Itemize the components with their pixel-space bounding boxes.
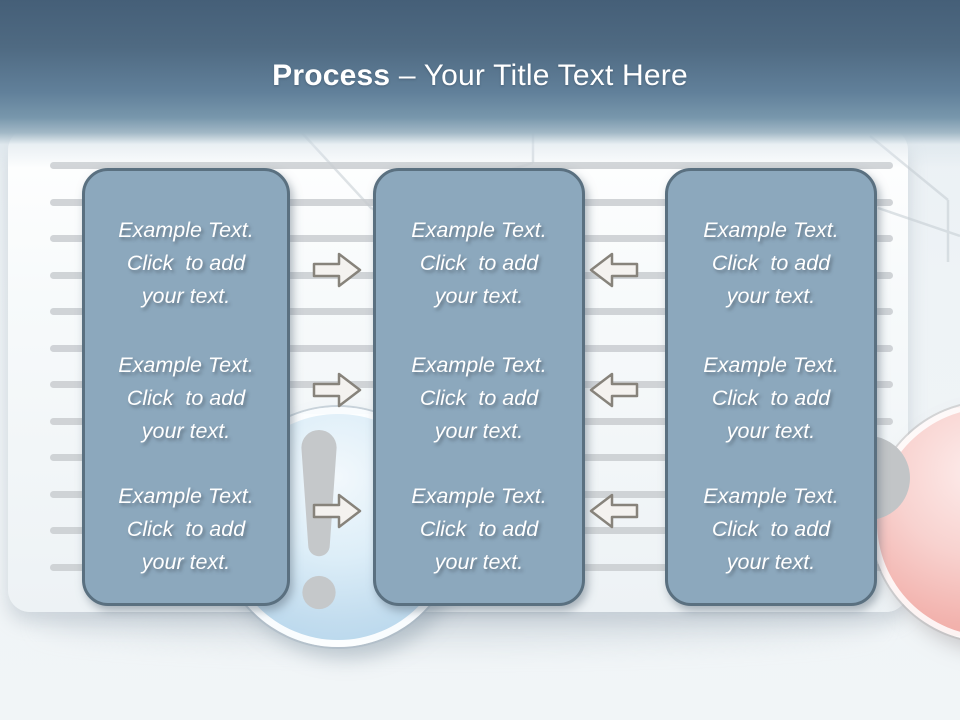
text-line: Click to add	[419, 386, 539, 410]
text-line: your text.	[141, 550, 231, 574]
text-line: your text.	[726, 419, 816, 443]
text-line: your text.	[434, 284, 524, 308]
title-keyword: Process	[272, 59, 391, 92]
title-rest: Your Title Text Here	[423, 59, 688, 92]
text-line: Example Text.	[703, 484, 839, 508]
header-band: Process – Your Title Text Here	[0, 0, 960, 168]
text-placeholder[interactable]: Example Text. Click to add your text.	[668, 349, 874, 448]
text-line: Click to add	[419, 251, 539, 275]
arrow-right-icon	[312, 493, 362, 529]
arrow-left-icon	[589, 252, 639, 288]
text-line: Click to add	[711, 251, 831, 275]
arrow-left-icon	[589, 493, 639, 529]
text-line: Example Text.	[118, 353, 254, 377]
text-line: your text.	[726, 550, 816, 574]
text-placeholder[interactable]: Example Text. Click to add your text.	[85, 349, 287, 448]
arrow-right-icon	[312, 252, 362, 288]
text-line: your text.	[726, 284, 816, 308]
text-placeholder[interactable]: Example Text. Click to add your text.	[668, 214, 874, 313]
text-line: Click to add	[126, 386, 246, 410]
exclamation-icon	[301, 429, 337, 610]
text-placeholder[interactable]: Example Text. Click to add your text.	[376, 480, 582, 579]
arrow-left-icon	[589, 372, 639, 408]
text-placeholder[interactable]: Example Text. Click to add your text.	[85, 480, 287, 579]
text-placeholder[interactable]: Example Text. Click to add your text.	[668, 480, 874, 579]
process-panel-1[interactable]: Example Text. Click to add your text. Exam…	[82, 168, 290, 606]
text-line: your text.	[434, 419, 524, 443]
text-line: Example Text.	[411, 353, 547, 377]
text-line: Click to add	[711, 517, 831, 541]
text-line: Example Text.	[411, 218, 547, 242]
text-line: Example Text.	[703, 353, 839, 377]
text-placeholder[interactable]: Example Text. Click to add your text.	[376, 214, 582, 313]
arrow-right-icon	[312, 372, 362, 408]
text-placeholder[interactable]: Example Text. Click to add your text.	[85, 214, 287, 313]
slide-title[interactable]: Process – Your Title Text Here	[0, 56, 960, 96]
process-panel-2[interactable]: Example Text. Click to add your text. Exam…	[373, 168, 585, 606]
text-line: Click to add	[419, 517, 539, 541]
text-line: your text.	[141, 284, 231, 308]
text-line: Click to add	[126, 517, 246, 541]
text-line: your text.	[434, 550, 524, 574]
text-line: Click to add	[711, 386, 831, 410]
title-separator: –	[390, 59, 424, 92]
process-panel-3[interactable]: Example Text. Click to add your text. Exam…	[665, 168, 877, 606]
text-placeholder[interactable]: Example Text. Click to add your text.	[376, 349, 582, 448]
text-line: your text.	[141, 419, 231, 443]
text-line: Example Text.	[411, 484, 547, 508]
text-line: Example Text.	[703, 218, 839, 242]
text-line: Example Text.	[118, 218, 254, 242]
text-line: Click to add	[126, 251, 246, 275]
text-line: Example Text.	[118, 484, 254, 508]
